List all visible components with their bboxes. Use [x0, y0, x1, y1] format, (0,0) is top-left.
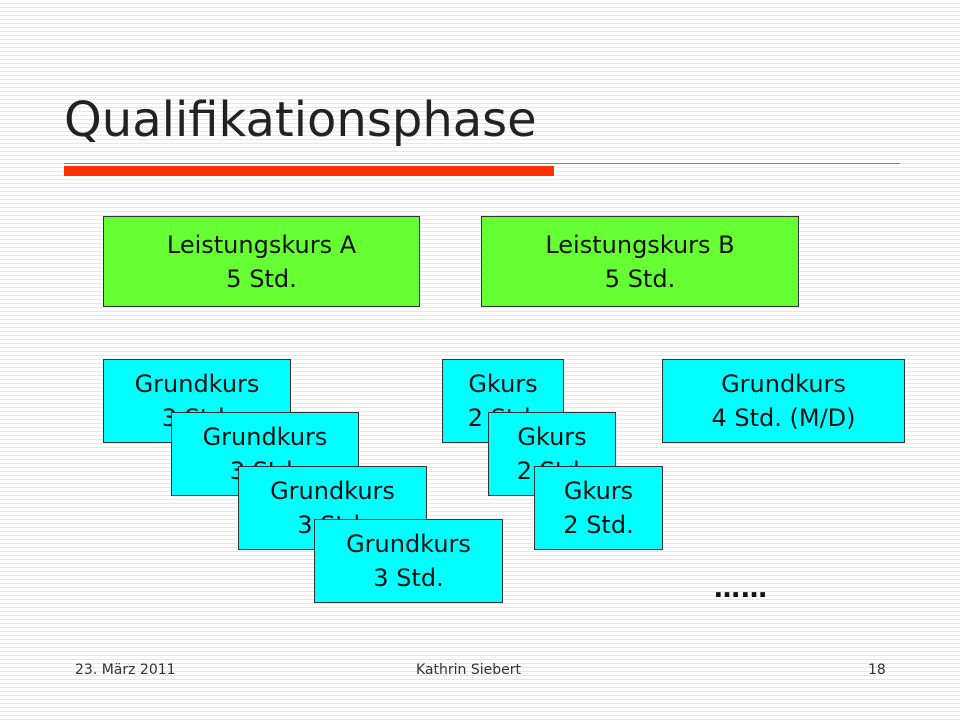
- gkurs-box-3: Gkurs 2 Std.: [534, 466, 663, 550]
- footer-author: Kathrin Siebert: [416, 662, 521, 678]
- title-rule-thick: [64, 166, 554, 176]
- grundkurs-4-label: Grundkurs: [346, 530, 471, 558]
- grundkurs-box-4: Grundkurs 3 Std.: [314, 519, 503, 603]
- grundkurs-2-label: Grundkurs: [202, 423, 328, 451]
- gkurs-2-label: Gkurs: [517, 423, 587, 451]
- title-rule-thin: [64, 163, 900, 164]
- gkurs-1-label: Gkurs: [468, 370, 538, 398]
- leistungskurs-b-box: Leistungskurs B 5 Std.: [481, 216, 799, 307]
- leistungskurs-a-hours: 5 Std.: [226, 264, 297, 293]
- grundkurs-md-box: Grundkurs 4 Std. (M/D): [662, 359, 905, 443]
- grundkurs-4-hours: 3 Std.: [373, 564, 444, 592]
- gkurs-3-hours: 2 Std.: [563, 511, 634, 539]
- slide-title: Qualifikationsphase: [64, 92, 537, 148]
- grundkurs-3-label: Grundkurs: [270, 477, 395, 505]
- grundkurs-1-label: Grundkurs: [134, 370, 260, 398]
- leistungskurs-a-box: Leistungskurs A 5 Std.: [103, 216, 420, 307]
- leistungskurs-b-label: Leistungskurs B: [545, 230, 735, 259]
- gkurs-3-label: Gkurs: [563, 477, 634, 505]
- leistungskurs-a-label: Leistungskurs A: [166, 230, 357, 259]
- grundkurs-md-label: Grundkurs: [721, 370, 846, 398]
- leistungskurs-b-hours: 5 Std.: [604, 264, 676, 293]
- footer-date: 23. März 2011: [75, 662, 176, 678]
- footer-page-number: 18: [868, 662, 886, 678]
- grundkurs-md-hours: 4 Std. (M/D): [711, 404, 856, 432]
- more-ellipsis: ……: [714, 574, 768, 604]
